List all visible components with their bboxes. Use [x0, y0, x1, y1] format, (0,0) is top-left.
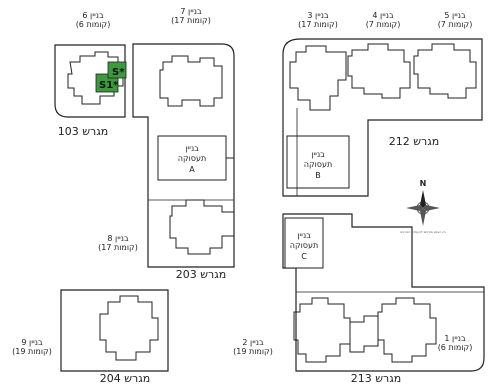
plot-103-label: מגרש 103	[58, 125, 109, 138]
employment-b-line1: בניין	[311, 150, 325, 159]
plot-labels: מגרש 103 מגרש 203 מגרש 212 מגרש 204 מגרש…	[58, 125, 440, 385]
building-9-name: בניין 9	[21, 338, 43, 347]
building-4-name: בניין 4	[372, 11, 394, 20]
employment-a-code: A	[189, 165, 195, 174]
building-5-name: בניין 5	[444, 11, 466, 20]
unit-s1-label: S1*	[99, 80, 119, 91]
plot-203	[132, 43, 235, 268]
building-5-floors: (7 קומות)	[438, 20, 473, 29]
building-4-floors: (7 קומות)	[366, 20, 401, 29]
plot-203-label: מגרש 203	[176, 268, 227, 281]
employment-labels: בניין תעסוקה A בניין תעסוקה B בניין תעסו…	[178, 144, 333, 261]
building-3-name: בניין 3	[307, 11, 329, 20]
building-2-name: בניין 2	[242, 338, 264, 347]
building-8-footprint	[169, 199, 235, 255]
building-9-footprint	[99, 295, 159, 361]
building-2-footprint	[293, 297, 351, 363]
building-7-name: בניין 7	[180, 7, 202, 16]
plot-213-label: מגרש 213	[351, 372, 402, 385]
compass: N חץ הצפון מתייחס להעמדת הבניינים	[400, 179, 445, 234]
employment-b-line2: תעסוקה	[304, 160, 333, 169]
building-7-floors: (17 קומות)	[171, 16, 211, 25]
plot-212-boundary	[282, 38, 483, 197]
employment-building-c	[284, 217, 324, 269]
building-7-footprint	[159, 55, 223, 107]
plot-203-boundary	[132, 43, 235, 268]
building-6-name: בניין 6	[82, 11, 104, 20]
unit-s2-highlight	[107, 61, 127, 79]
employment-a-line1: בניין	[185, 144, 199, 153]
building-1-2-connector	[349, 315, 379, 353]
employment-a-line2: תעסוקה	[178, 154, 207, 163]
building-3-footprint	[289, 45, 347, 111]
employment-c-line1: בניין	[297, 231, 311, 240]
plot-213	[282, 213, 485, 372]
building-6-floors: (6 קומות)	[76, 20, 111, 29]
plot-213-boundary	[282, 213, 485, 372]
building-1-footprint	[377, 297, 437, 363]
south-arrow-icon	[420, 208, 426, 226]
plot-204-label: מגרש 204	[100, 372, 151, 385]
west-arrow-icon	[406, 205, 423, 211]
east-arrow-icon	[423, 205, 440, 211]
plot-103-boundary	[54, 44, 126, 118]
employment-b-code: B	[315, 171, 321, 180]
employment-c-line2: תעסוקה	[290, 241, 319, 250]
building-labels: בניין 6 (6 קומות) בניין 7 (17 קומות) בני…	[12, 7, 472, 356]
unit-s2-label: S*	[112, 67, 125, 78]
unit-s1-highlight	[95, 73, 119, 93]
building-9-floors: (19 קומות)	[12, 347, 52, 356]
plot-204	[60, 289, 169, 372]
building-2-floors: (19 קומות)	[233, 347, 273, 356]
compass-note: חץ הצפון מתייחס להעמדת הבניינים	[400, 230, 445, 234]
north-label: N	[420, 179, 427, 188]
building-4-footprint	[347, 43, 411, 99]
plot-212-label: מגרש 212	[389, 135, 440, 148]
building-1-floors: (6 קומות)	[438, 343, 473, 352]
plot-103: S1* S*	[54, 44, 127, 118]
building-3-floors: (17 קומות)	[298, 20, 338, 29]
north-arrow-icon	[420, 190, 426, 208]
building-8-name: בניין 8	[107, 234, 129, 243]
building-5-footprint	[413, 43, 477, 99]
plot-204-boundary	[60, 289, 169, 372]
plot-212	[282, 38, 483, 197]
building-8-floors: (17 קומות)	[98, 243, 138, 252]
building-1-name: בניין 1	[444, 334, 466, 343]
employment-c-code: C	[301, 252, 307, 261]
